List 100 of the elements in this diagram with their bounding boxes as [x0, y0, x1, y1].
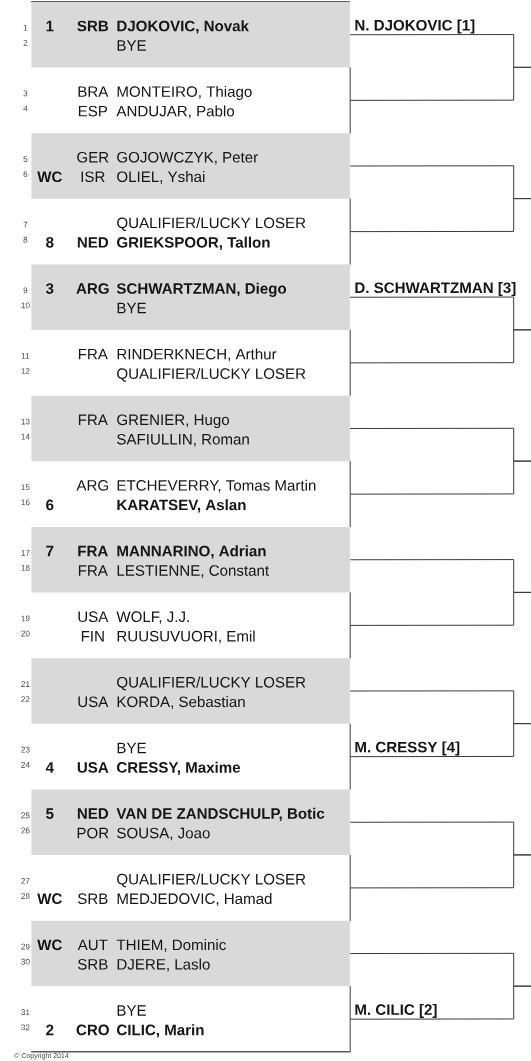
- player-name: THIEM, Dominic: [116, 939, 226, 952]
- line-number: 30: [21, 958, 30, 965]
- country-code: USA: [78, 611, 109, 622]
- country-code: FRA: [78, 414, 108, 425]
- player-name: QUALIFIER/LUCKY LOSER: [117, 873, 306, 888]
- line-number: 27: [21, 878, 30, 884]
- player-name: GRENIER, Hugo: [117, 414, 230, 429]
- seed-label: WC: [37, 893, 62, 905]
- line-number: 5: [23, 156, 28, 162]
- country-code: SRB: [77, 20, 109, 32]
- line-number: 25: [21, 812, 30, 819]
- player-name: BYE: [117, 1005, 146, 1016]
- line-number: 7: [23, 221, 28, 228]
- winner-name: M. CRESSY [4]: [355, 741, 460, 756]
- player-name: SAFIULLIN, Roman: [117, 433, 249, 447]
- line-number: 26: [21, 827, 30, 834]
- line-number: 31: [21, 1009, 30, 1016]
- country-code: FRA: [78, 545, 108, 557]
- line-number: 12: [21, 368, 30, 374]
- winner-name: N. DJOKOVIC [1]: [355, 19, 475, 34]
- player-name: MEDJEDOVIC, Hamad: [117, 892, 272, 906]
- country-code: ARG: [76, 480, 108, 491]
- country-code: USA: [78, 696, 109, 708]
- player-name: GOJOWCZYK, Peter: [117, 151, 258, 165]
- player-name: BYE: [117, 742, 146, 754]
- player-name: GRIEKSPOOR, Tallon: [117, 236, 270, 250]
- player-name: QUALIFIER/LUCKY LOSER: [117, 217, 306, 231]
- player-name: SOUSA, Joao: [117, 827, 210, 841]
- line-number: 21: [21, 681, 30, 687]
- line-number: 17: [21, 550, 30, 556]
- player-name: RINDERKNECH, Arthur: [117, 348, 277, 362]
- line-number: 8: [23, 236, 28, 243]
- seed-label: 5: [46, 808, 54, 819]
- player-name: LESTIENNE, Constant: [117, 565, 269, 578]
- country-code: NED: [77, 808, 109, 819]
- player-name: ETCHEVERRY, Tomas Martin: [117, 479, 316, 493]
- seed-label: 1: [46, 20, 54, 32]
- country-code: POR: [77, 827, 109, 839]
- seed-label: WC: [37, 939, 62, 951]
- country-code: CRO: [76, 1024, 109, 1036]
- country-code: USA: [77, 762, 109, 773]
- line-number: 1: [23, 24, 28, 31]
- country-code: FRA: [78, 348, 108, 360]
- player-name: CILIC, Marin: [117, 1024, 204, 1038]
- seed-label: 3: [45, 283, 54, 294]
- line-number: 3: [23, 90, 28, 97]
- country-code: NED: [77, 237, 109, 248]
- line-number: 6: [23, 171, 28, 178]
- country-code: SRB: [77, 893, 108, 905]
- seed-label: 7: [46, 545, 54, 557]
- bracket-line: [349, 460, 531, 495]
- line-number: 4: [23, 105, 28, 112]
- player-name: KARATSEV, Aslan: [117, 499, 246, 513]
- line-number: 28: [21, 893, 30, 899]
- country-code: FRA: [78, 565, 108, 576]
- seed-label: WC: [37, 171, 62, 183]
- player-name: BYE: [117, 302, 146, 314]
- country-code: AUT: [77, 939, 108, 951]
- line-number: 29: [21, 943, 30, 950]
- line-number: 16: [21, 499, 30, 506]
- line-number: 19: [21, 615, 30, 622]
- winner-name: D. SCHWARTZMAN [3]: [355, 282, 516, 297]
- player-name: QUALIFIER/LUCKY LOSER: [117, 367, 306, 382]
- country-code: ARG: [76, 283, 109, 294]
- player-name: CRESSY, Maxime: [117, 761, 241, 775]
- country-code: FIN: [81, 631, 104, 642]
- line-number: 11: [21, 353, 30, 359]
- player-name: QUALIFIER/LUCKY LOSER: [117, 676, 306, 691]
- player-name: MANNARINO, Adrian: [117, 545, 266, 559]
- line-number: 2: [23, 40, 28, 46]
- player-name: ANDUJAR, Pablo: [116, 105, 235, 119]
- seed-label: 4: [45, 762, 54, 773]
- country-code: ISR: [81, 171, 105, 183]
- player-name: DJERE, Laslo: [117, 958, 210, 972]
- country-code: BRA: [78, 86, 109, 97]
- seed-label: 8: [46, 237, 54, 248]
- line-number: 24: [21, 761, 30, 768]
- line-number: 22: [21, 696, 30, 702]
- player-name: VAN DE ZANDSCHULP, Botic: [116, 807, 325, 822]
- player-name: DJOKOVIC, Novak: [117, 20, 249, 34]
- seed-label: 2: [46, 1024, 54, 1036]
- line-number: 32: [21, 1024, 30, 1031]
- country-code: ESP: [78, 105, 108, 117]
- bracket-line: [349, 591, 531, 626]
- line-number: 15: [21, 484, 30, 491]
- bracket-line: [349, 329, 531, 364]
- bracket-line: [349, 723, 531, 758]
- line-number: 18: [21, 565, 30, 571]
- line-number: 13: [21, 418, 30, 425]
- player-name: KORDA, Sebastian: [117, 696, 245, 709]
- bracket-line: [349, 854, 531, 889]
- player-name: SCHWARTZMAN, Diego: [116, 282, 287, 297]
- line-number: 14: [21, 433, 30, 440]
- line-number: 20: [21, 630, 30, 637]
- player-name: OLIEL, Yshai: [117, 171, 205, 184]
- bracket-line: [349, 985, 531, 1020]
- line-number: 10: [21, 302, 30, 309]
- player-name: RUUSUVUORI, Emil: [117, 630, 255, 644]
- country-code: SRB: [77, 959, 108, 970]
- seed-label: 6: [46, 499, 54, 511]
